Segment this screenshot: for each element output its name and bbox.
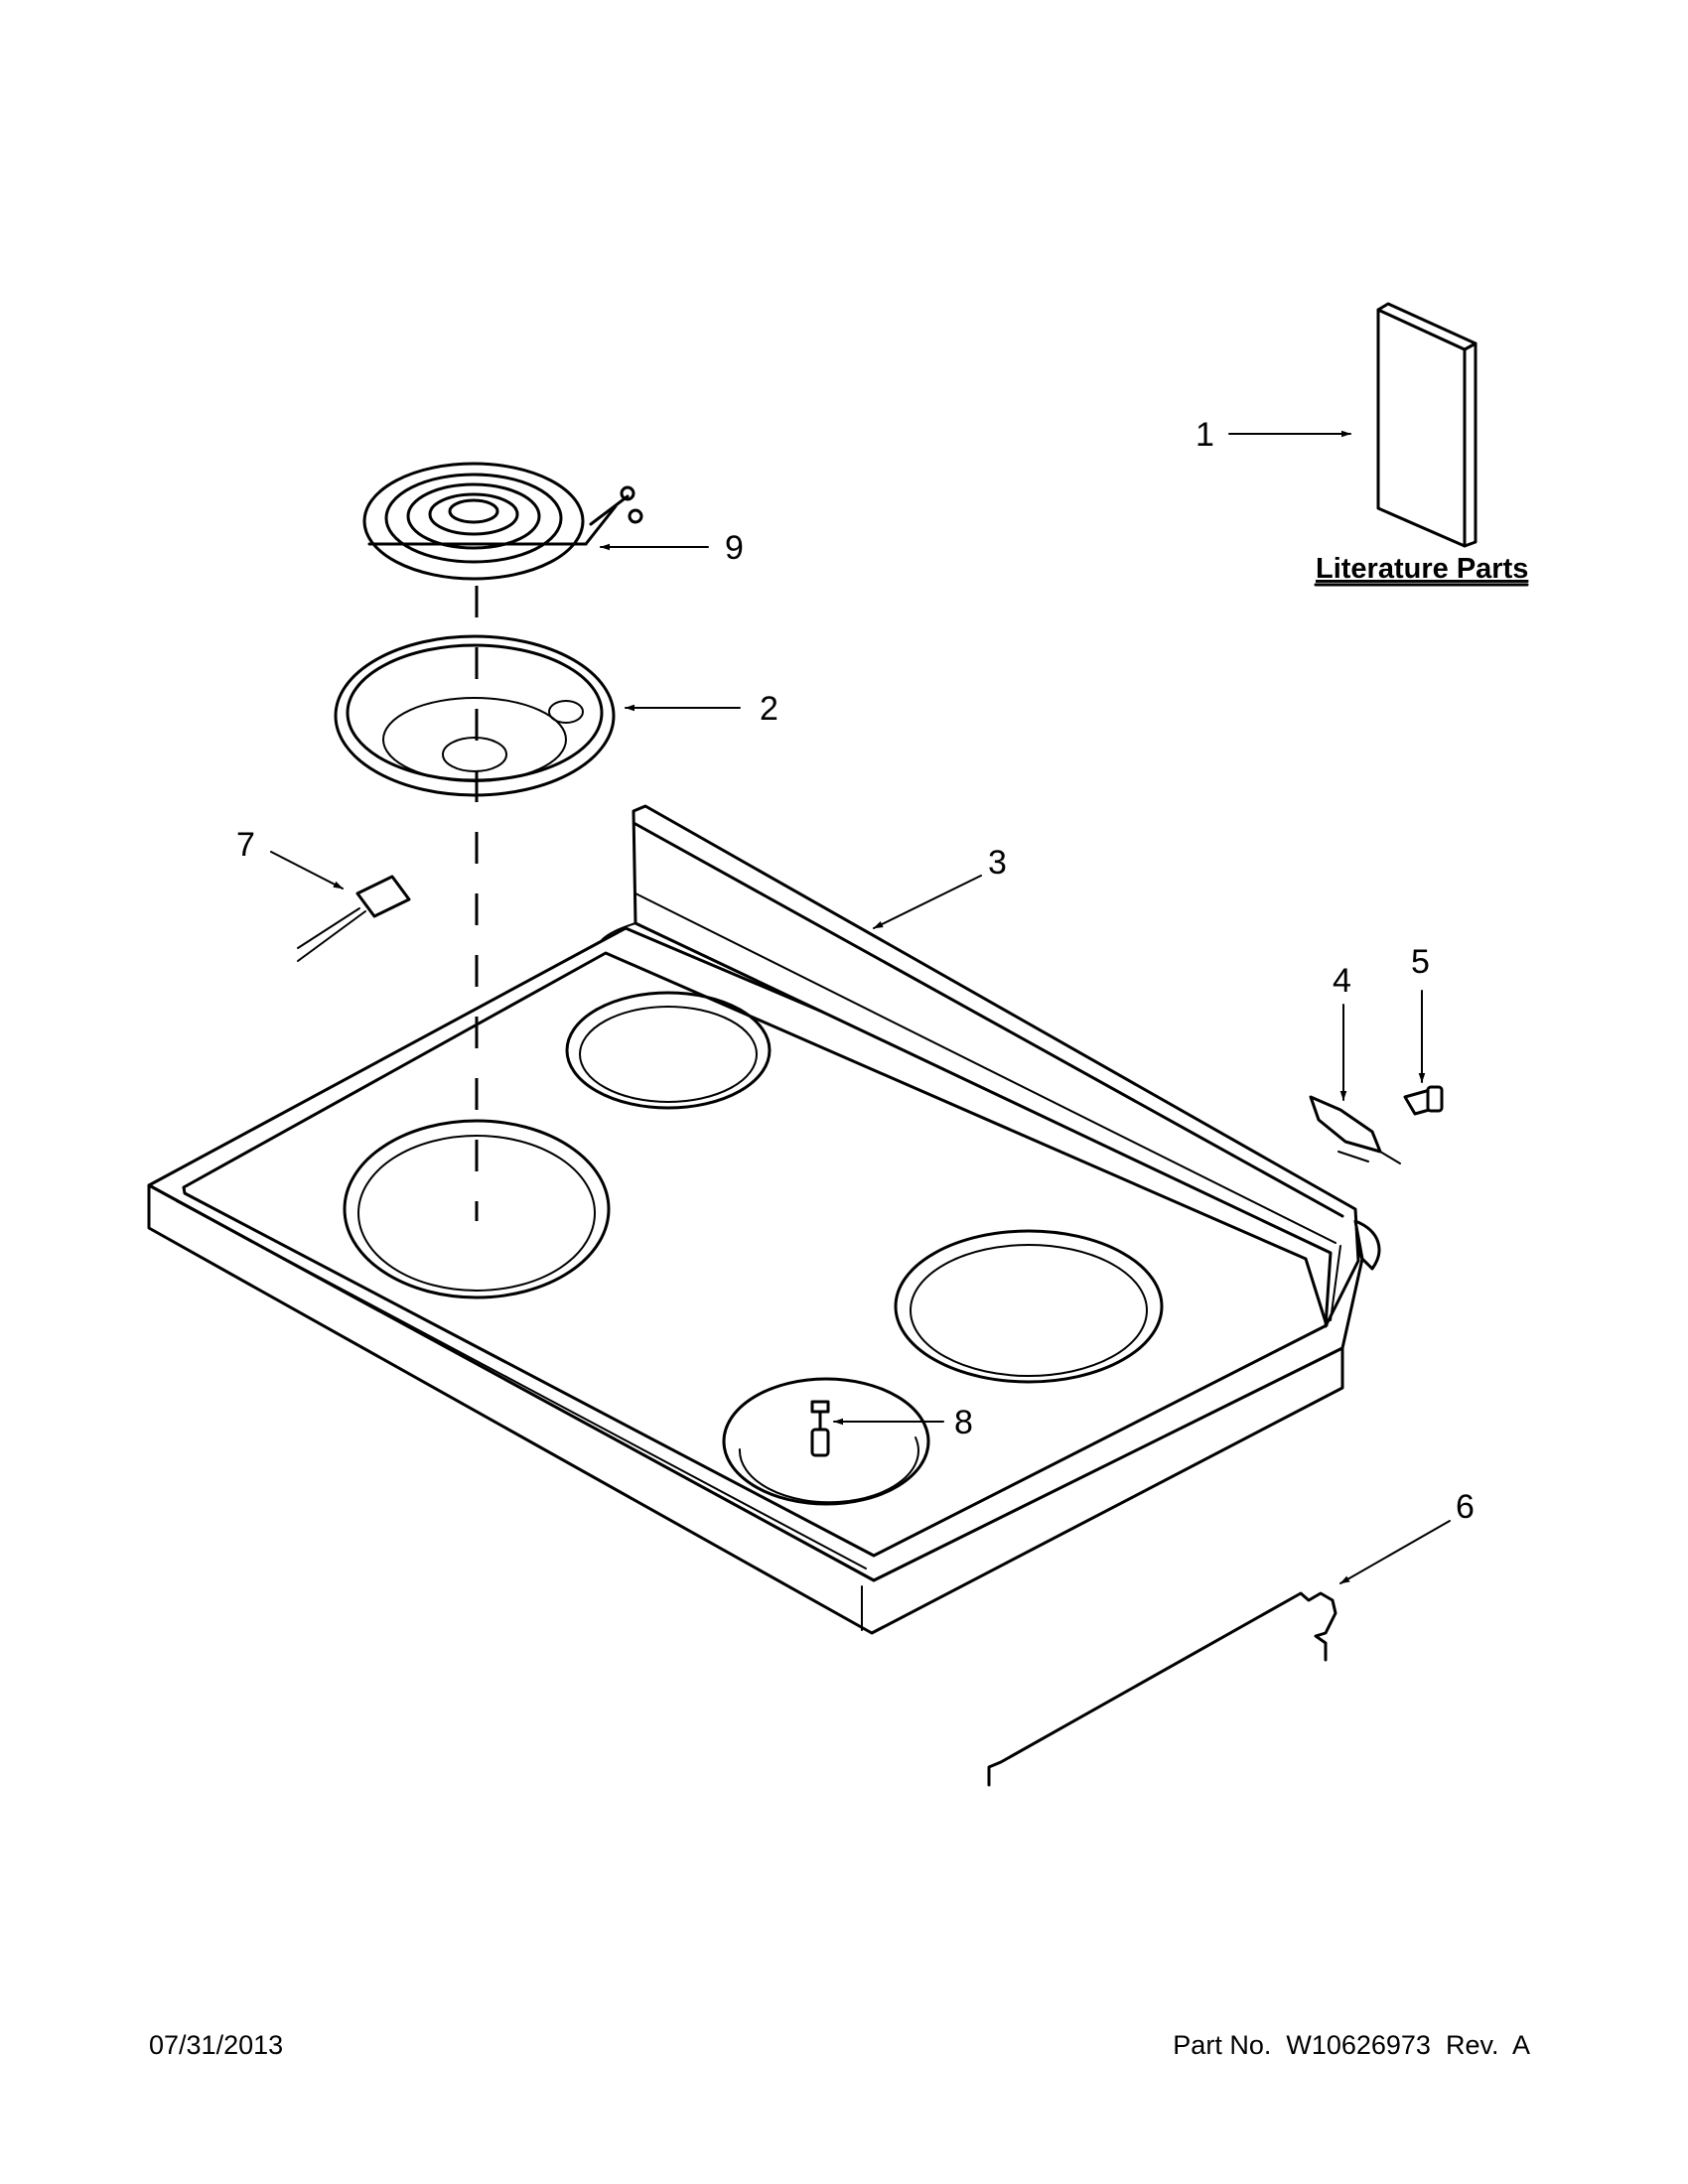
literature-parts-label: Literature Parts — [1316, 553, 1528, 585]
support-rod — [987, 1591, 1337, 1787]
drip-bowl — [334, 634, 616, 797]
footer-part-number: Part No. W10626973 Rev. A — [1173, 2030, 1530, 2060]
callout-6: 6 — [1456, 1488, 1475, 1526]
callout-4: 4 — [1333, 962, 1351, 1000]
callout-3: 3 — [988, 844, 1007, 882]
bracket-screw — [1403, 1085, 1444, 1116]
burner-screw — [810, 1410, 830, 1457]
cooktop-panel — [147, 804, 1381, 1635]
leader-arrows — [270, 430, 1451, 1584]
burner-opening-rear-right — [894, 1229, 1164, 1384]
callout-7: 7 — [236, 826, 255, 864]
burner-opening-rear-left — [565, 991, 772, 1110]
burner-opening-front-left — [343, 1119, 611, 1299]
terminal-block — [297, 875, 411, 962]
callout-1: 1 — [1196, 416, 1214, 454]
callout-5: 5 — [1411, 943, 1430, 981]
anti-tip-bracket — [1309, 1095, 1401, 1164]
callout-9: 9 — [725, 529, 744, 567]
callout-2: 2 — [760, 690, 778, 728]
literature-book — [1376, 302, 1477, 548]
callout-8: 8 — [954, 1404, 973, 1441]
surface-element — [362, 462, 643, 581]
footer-date: 07/31/2013 — [149, 2030, 283, 2060]
